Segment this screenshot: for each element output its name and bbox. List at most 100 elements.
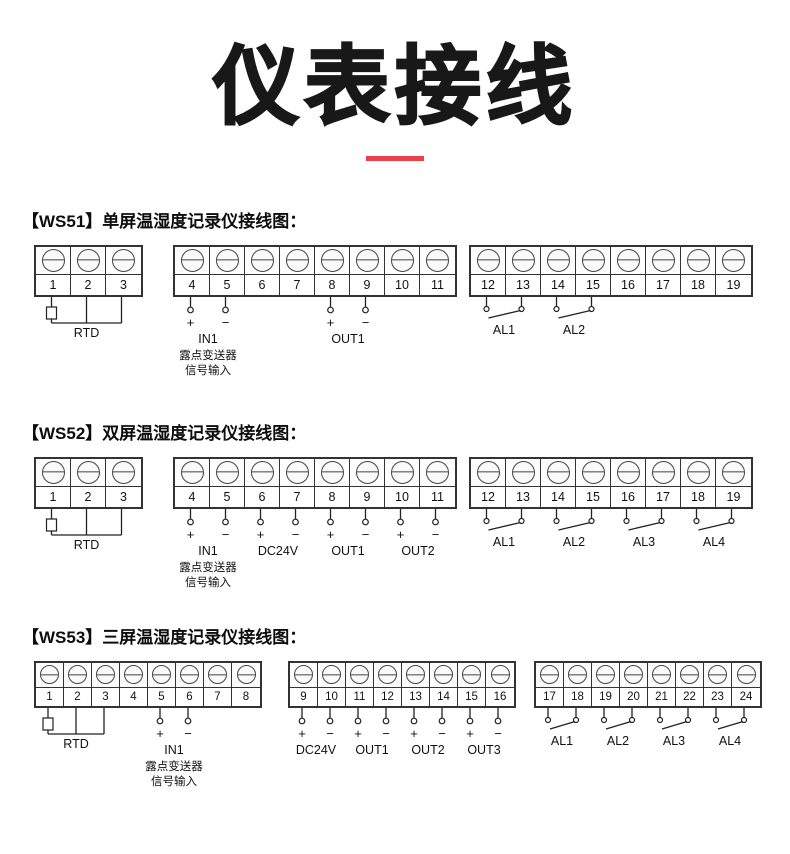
svg-text:露点变送器: 露点变送器 [145,759,203,773]
terminal-number: 18 [681,486,716,507]
terminal-number: 15 [576,274,611,295]
screw-terminal-icon [716,458,751,486]
svg-text:IN1: IN1 [164,743,184,757]
screw-terminal-icon [385,458,420,486]
screw-terminal-icon [471,246,506,274]
connection-relay: AL1 [483,296,525,337]
terminal-number: 5 [210,274,245,295]
terminal-number: 10 [385,486,420,507]
terminal-number: 6 [245,274,280,295]
terminal-number: 4 [175,274,210,295]
terminal-number: 16 [486,687,514,706]
svg-text:OUT1: OUT1 [331,544,364,558]
screw-terminal-icon [106,246,141,274]
screw-terminal-icon [36,246,71,274]
svg-text:DC24V: DC24V [296,743,337,757]
connection-pins: +−DC24V [257,508,299,558]
page-header: 仪表接线 [0,0,790,161]
svg-text:+: + [354,726,362,741]
svg-text:OUT1: OUT1 [355,743,388,757]
terminal-number: 6 [176,687,204,706]
screw-terminal-icon [681,246,716,274]
terminal-number: 2 [64,687,92,706]
terminal-number: 20 [620,687,648,706]
screw-terminal-icon [676,662,704,687]
terminal-number: 18 [564,687,592,706]
svg-text:OUT2: OUT2 [411,743,444,757]
terminal-number: 21 [648,687,676,706]
connection-relay: AL3 [623,508,665,549]
svg-text:AL4: AL4 [703,535,725,549]
screw-terminal-icon [176,662,204,687]
terminal-number: 8 [315,274,350,295]
terminal-number: 4 [120,687,148,706]
screw-terminal-icon [210,246,245,274]
terminal-number: 1 [36,687,64,706]
screw-terminal-icon [315,246,350,274]
svg-text:−: − [184,726,192,741]
screw-terminal-icon [245,246,280,274]
svg-text:+: + [187,315,195,330]
terminal-number: 8 [315,486,350,507]
svg-text:−: − [222,315,230,330]
svg-text:+: + [257,527,265,542]
terminal-number: 5 [148,687,176,706]
screw-terminal-icon [106,458,141,486]
svg-text:IN1: IN1 [198,544,218,558]
screw-terminal-icon [420,458,455,486]
terminal-number: 17 [646,274,681,295]
svg-text:AL3: AL3 [633,535,655,549]
svg-text:AL3: AL3 [663,734,685,748]
screw-terminal-icon [402,662,430,687]
terminal-number: 10 [318,687,346,706]
terminal-number: 22 [676,687,704,706]
terminal-number: 11 [420,274,455,295]
svg-text:RTD: RTD [74,538,99,552]
svg-text:−: − [432,527,440,542]
screw-terminal-icon [232,662,260,687]
screw-terminal-icon [120,662,148,687]
terminal-number: 2 [71,486,106,507]
screw-terminal-icon [318,662,346,687]
screw-terminal-icon [280,458,315,486]
svg-text:AL2: AL2 [563,323,585,337]
terminal-number: 11 [346,687,374,706]
svg-text:IN1: IN1 [198,332,218,346]
terminal-number: 9 [350,486,385,507]
wiring-annotation: RTD [45,508,123,552]
svg-text:AL4: AL4 [719,734,741,748]
screw-terminal-icon [536,662,564,687]
connection-relay: AL4 [693,508,735,549]
terminal-number: 12 [374,687,402,706]
screw-terminal-icon [290,662,318,687]
terminal-number: 24 [732,687,760,706]
svg-text:信号输入: 信号输入 [185,363,231,377]
connection-relay: AL2 [600,707,636,748]
svg-text:信号输入: 信号输入 [185,575,231,589]
terminal-number: 18 [681,274,716,295]
section-heading-ws52: 【WS52】双屏温湿度记录仪接线图： [22,423,307,443]
connection-rtd: RTD [42,707,105,751]
terminal-number: 19 [716,274,751,295]
terminal-number: 12 [471,486,506,507]
terminal-number: 16 [611,274,646,295]
connection-pins: +−OUT1 [354,707,390,757]
screw-terminal-icon [576,458,611,486]
terminal-number: 9 [290,687,318,706]
screw-terminal-icon [280,246,315,274]
terminal-number: 7 [280,486,315,507]
